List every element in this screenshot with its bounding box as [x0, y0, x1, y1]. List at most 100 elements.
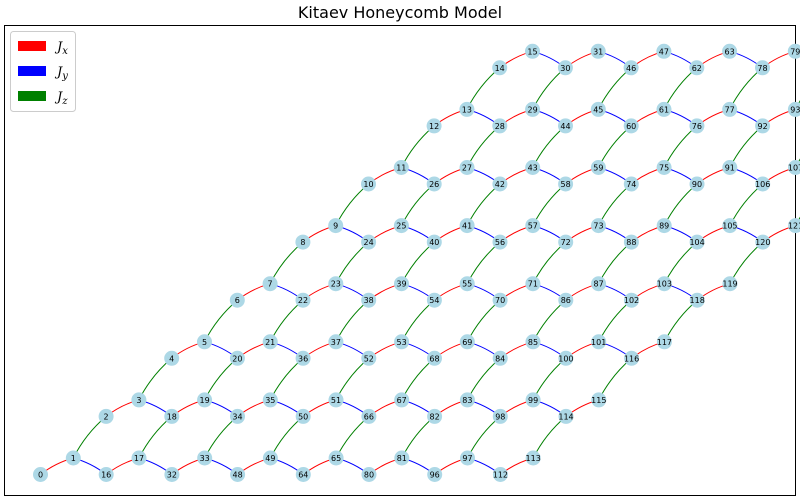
- site-marker: [262, 276, 278, 292]
- lattice-site-34: 34: [230, 408, 245, 424]
- lattice-site-101: 101: [591, 334, 606, 350]
- site-marker: [361, 234, 377, 250]
- bond-z-75-76: [663, 125, 698, 168]
- lattice-site-11: 11: [393, 160, 409, 175]
- bond-z-87-88: [598, 241, 632, 284]
- site-label: 6: [235, 296, 240, 305]
- site-label: 68: [429, 354, 439, 363]
- site-label: 16: [101, 471, 111, 480]
- site-marker: [591, 392, 607, 408]
- site-label: 38: [364, 296, 374, 305]
- site-label: 121: [788, 222, 800, 231]
- lattice-site-49: 49: [262, 450, 278, 466]
- site-marker: [394, 334, 410, 350]
- lattice-site-57: 57: [525, 218, 541, 234]
- site-marker: [624, 292, 639, 308]
- site-label: 61: [659, 105, 669, 114]
- site-marker: [722, 43, 738, 59]
- lattice-site-118: 118: [690, 292, 705, 308]
- site-marker: [689, 60, 705, 76]
- bond-z-67-68: [401, 357, 435, 401]
- site-label: 120: [755, 238, 770, 247]
- site-label: 75: [659, 164, 669, 173]
- site-marker: [558, 118, 573, 134]
- site-label: 64: [298, 471, 308, 480]
- lattice-site-89: 89: [656, 218, 672, 234]
- lattice-site-1: 1: [65, 450, 81, 466]
- site-label: 105: [722, 222, 737, 231]
- site-label: 86: [561, 296, 571, 305]
- site-marker: [624, 350, 640, 366]
- lattice-site-30: 30: [557, 60, 573, 76]
- site-marker: [361, 467, 377, 482]
- bond-z-27-28: [466, 125, 501, 168]
- site-label: 101: [591, 338, 606, 347]
- site-label: 45: [593, 105, 603, 114]
- site-label: 102: [624, 296, 639, 305]
- bond-z-99-100: [532, 357, 567, 401]
- site-marker: [492, 176, 508, 192]
- site-marker: [525, 450, 541, 466]
- site-marker: [755, 176, 771, 192]
- bond-z-103-104: [663, 241, 698, 284]
- site-marker: [65, 450, 81, 466]
- site-label: 97: [462, 454, 472, 463]
- site-marker: [328, 276, 344, 292]
- site-label: 18: [167, 412, 177, 421]
- lattice-site-6: 6: [229, 292, 245, 308]
- site-label: 0: [38, 471, 43, 480]
- lattice-site-67: 67: [394, 392, 410, 408]
- lattice-site-36: 36: [295, 350, 311, 366]
- lattice-site-46: 46: [623, 60, 639, 76]
- lattice-site-17: 17: [131, 450, 147, 466]
- site-label: 103: [657, 280, 672, 289]
- site-label: 17: [134, 454, 144, 463]
- lattice-site-117: 117: [657, 334, 672, 350]
- lattice-site-93: 93: [787, 101, 800, 117]
- site-marker: [590, 43, 606, 59]
- site-marker: [591, 218, 606, 234]
- bond-z-61-62: [663, 67, 698, 110]
- site-label: 58: [561, 180, 571, 189]
- site-label: 41: [462, 222, 472, 231]
- site-marker: [262, 450, 278, 466]
- site-label: 98: [495, 412, 505, 421]
- site-label: 49: [265, 454, 275, 463]
- lattice-site-32: 32: [164, 467, 180, 482]
- lattice-site-61: 61: [656, 101, 672, 117]
- site-marker: [98, 467, 114, 482]
- bond-z-39-40: [401, 241, 435, 284]
- bond-z-51-52: [335, 357, 370, 401]
- site-marker: [525, 334, 541, 350]
- lattice-site-55: 55: [459, 276, 475, 292]
- lattice-site-99: 99: [525, 392, 541, 408]
- site-marker: [295, 292, 311, 308]
- bond-z-9-10: [335, 183, 369, 226]
- site-label: 2: [104, 412, 109, 421]
- bond-z-117-118: [663, 299, 698, 343]
- site-marker: [525, 392, 541, 408]
- site-label: 47: [659, 47, 669, 56]
- site-label: 81: [397, 454, 407, 463]
- site-label: 79: [790, 47, 800, 56]
- lattice-site-51: 51: [328, 392, 344, 408]
- lattice-site-71: 71: [525, 276, 541, 292]
- bond-z-71-72: [532, 241, 567, 284]
- lattice-site-29: 29: [525, 101, 541, 117]
- site-label: 27: [462, 164, 472, 173]
- lattice-site-65: 65: [328, 450, 344, 466]
- lattice-site-76: 76: [689, 118, 705, 134]
- site-label: 106: [755, 180, 770, 189]
- site-label: 39: [396, 280, 406, 289]
- lattice-site-86: 86: [558, 292, 574, 308]
- bond-z-3-4: [138, 357, 173, 401]
- lattice-site-104: 104: [689, 234, 705, 250]
- site-marker: [492, 118, 508, 134]
- site-marker: [558, 408, 574, 424]
- site-label: 89: [659, 222, 669, 231]
- site-marker: [722, 160, 738, 175]
- site-marker: [295, 234, 311, 250]
- site-marker: [361, 176, 376, 192]
- site-marker: [230, 408, 245, 424]
